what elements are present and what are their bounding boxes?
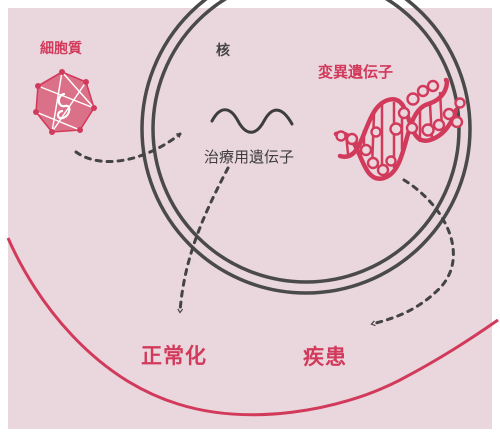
label-nucleus: 核 xyxy=(216,43,230,59)
arrow-virus-to-nucleus xyxy=(74,132,182,163)
gene-squiggle-icon xyxy=(210,108,294,134)
cell-membrane xyxy=(6,237,499,417)
nuclear-envelope xyxy=(140,0,472,295)
nuclear-envelope-outer xyxy=(140,0,472,295)
label-therapeutic-gene: 治療用遺伝子 xyxy=(204,148,295,166)
virus-vector-icon xyxy=(33,69,97,135)
arrow-gene-to-normal xyxy=(177,166,230,314)
viral-genome-icon xyxy=(56,92,71,120)
label-cytoplasm: 細胞質 xyxy=(40,41,82,57)
label-disease: 疾患 xyxy=(303,345,347,369)
nuclear-envelope-inner xyxy=(151,0,461,284)
dna-helix-icon xyxy=(333,77,466,181)
label-normalization: 正常化 xyxy=(141,344,207,368)
flow-arrows xyxy=(74,132,455,327)
arrow-dna-to-disease xyxy=(370,178,455,327)
label-mutant-gene: 変異遺伝子 xyxy=(318,63,394,81)
